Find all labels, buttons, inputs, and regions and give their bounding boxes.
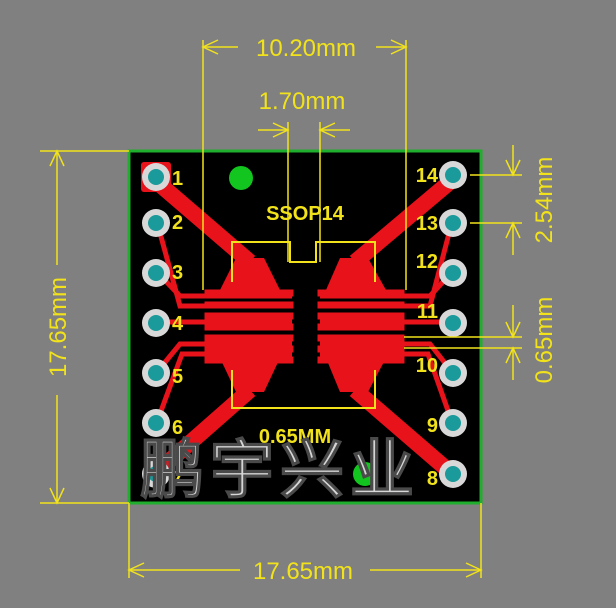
header-pads-left: [141, 162, 171, 488]
pad-hole: [445, 167, 461, 183]
pitch-label: 0.65MM: [259, 426, 331, 448]
ic-outline: [231, 241, 376, 409]
header-pads-right: [439, 161, 467, 488]
pin-label: 9: [427, 415, 438, 437]
pin-label: 12: [416, 251, 438, 273]
pin-labels-left: 1 2 3 4 5 6 7: [172, 168, 184, 490]
pin-label: 5: [172, 366, 183, 388]
dimension-lines: [40, 39, 522, 578]
dim-pad-gap-label: 1.70mm: [259, 88, 346, 115]
pin-label: 8: [427, 468, 438, 490]
pad-hole: [445, 215, 461, 231]
pad-hole: [148, 265, 164, 281]
pad-hole: [148, 169, 164, 185]
dim-pad-pitch-label: 0.65mm: [531, 297, 558, 384]
dim-pin-pitch-label: 2.54mm: [531, 157, 558, 244]
pad-hole: [148, 415, 164, 431]
pin-label: 7: [172, 468, 183, 490]
pin-label: 11: [417, 301, 438, 323]
pin-label: 1: [172, 168, 183, 190]
pad-hole: [445, 265, 461, 281]
pad-hole: [148, 466, 164, 482]
pin-labels-right: 14 13 12 11 10 9 8: [416, 165, 439, 490]
dim-height-left-label: 17.65mm: [45, 277, 72, 377]
pad-hole: [148, 365, 164, 381]
pin-label: 3: [172, 262, 183, 284]
pin-label: 4: [172, 313, 184, 335]
dim-width-bottom-label: 17.65mm: [253, 558, 353, 585]
fiducial-top: [229, 166, 253, 190]
watermark: 鹏宇兴业: [140, 434, 420, 508]
pad-hole: [148, 215, 164, 231]
pad-hole: [445, 315, 461, 331]
dim-width-top-label: 10.20mm: [256, 35, 356, 62]
pad-hole: [445, 466, 461, 482]
pin-label: 6: [172, 417, 183, 439]
pad-hole: [445, 365, 461, 381]
pin-label: 13: [416, 213, 438, 235]
pin-label: 10: [416, 355, 438, 377]
pin-label: 2: [172, 212, 183, 234]
copper-layer: [144, 169, 463, 485]
part-name-label: SSOP14: [266, 203, 345, 225]
pad-hole: [445, 415, 461, 431]
pin-label: 14: [416, 165, 439, 187]
pad-hole: [148, 315, 164, 331]
fiducial-bottom: [353, 462, 377, 486]
